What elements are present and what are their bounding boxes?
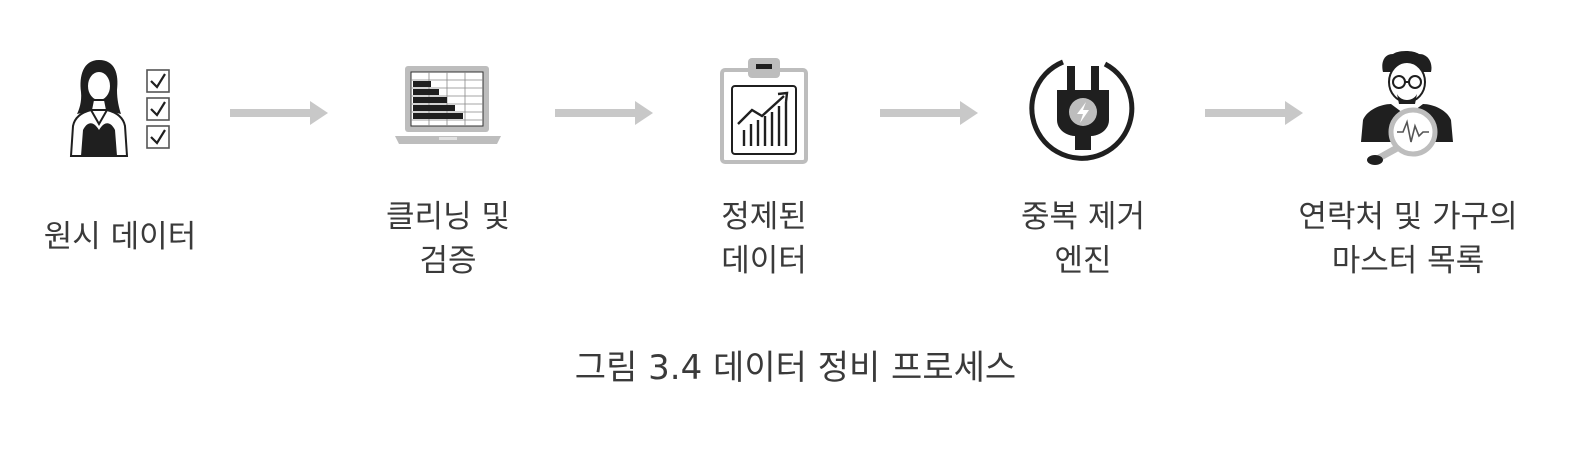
step-label-line: 원시 데이터	[43, 219, 197, 255]
step-label-line: 엔진	[1054, 243, 1112, 279]
step-label-line: 마스터 목록	[1331, 243, 1485, 279]
step-label: 중복 제거 엔진	[963, 195, 1203, 283]
laptop-chart-icon	[393, 50, 503, 164]
arrow-icon	[880, 100, 980, 130]
step-label: 정제된 데이터	[644, 195, 884, 283]
step-label-line: 중복 제거	[1021, 199, 1145, 235]
step-label-line: 검증	[419, 243, 477, 279]
arrow-icon	[555, 100, 655, 130]
step-label-line: 데이터	[721, 243, 807, 279]
person-checklist-icon	[65, 50, 185, 164]
person-magnifier-icon	[1353, 50, 1463, 170]
power-plug-icon	[1025, 50, 1141, 170]
step-label-line: 연락처 및 가구의	[1298, 199, 1518, 235]
figure-caption: 그림 3.4 데이터 정비 프로세스	[574, 348, 1017, 388]
step-label: 원시 데이터	[0, 215, 240, 259]
arrow-icon	[230, 100, 330, 130]
arrow-icon	[1205, 100, 1305, 130]
step-label: 클리닝 및 검증	[328, 195, 568, 283]
clipboard-chart-icon	[714, 50, 814, 170]
step-label: 연락처 및 가구의 마스터 목록	[1288, 195, 1528, 283]
step-label-line: 클리닝 및	[386, 199, 510, 235]
step-label-line: 정제된	[721, 199, 807, 235]
